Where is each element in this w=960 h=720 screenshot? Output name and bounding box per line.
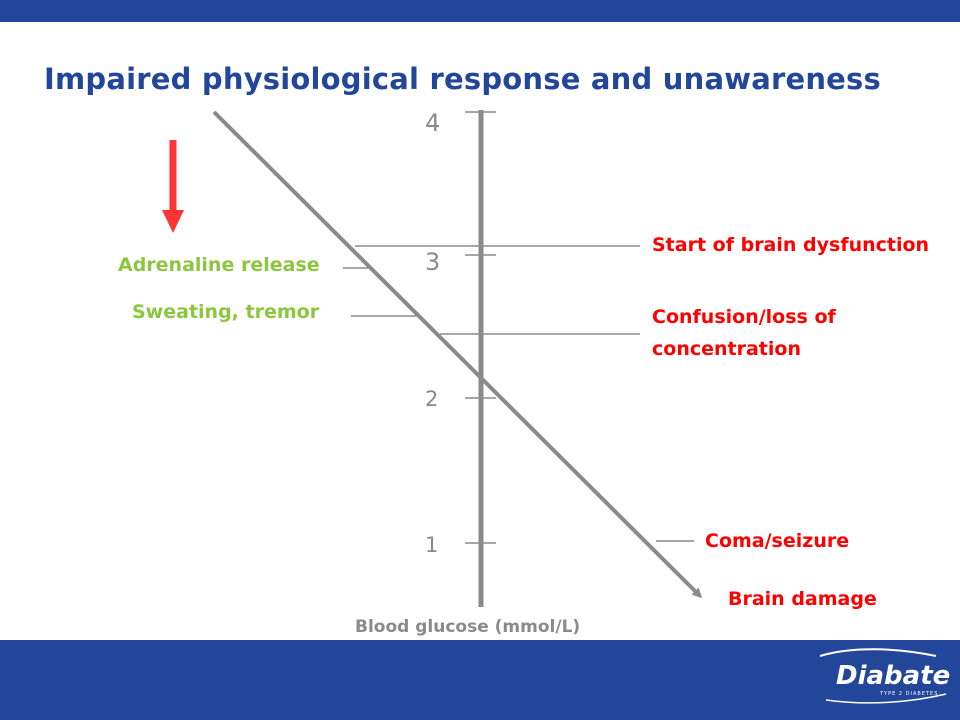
tick-label-1: 1 (425, 533, 439, 557)
confusion-label-line1: Confusion/loss of (652, 306, 836, 328)
red-down-arrow-head (162, 210, 184, 233)
top-banner (0, 0, 960, 22)
logo-wordmark: Diabate (836, 661, 950, 691)
decline-arrow (212, 110, 703, 599)
bottom-banner (0, 640, 960, 720)
adrenaline-release-label: Adrenaline release (118, 254, 320, 276)
slide-title: Impaired physiological response and unaw… (44, 62, 881, 96)
diabate-logo-swoosh: Diabate TYPE 2 DIABETES (819, 648, 950, 704)
confusion-label-line2: concentration (652, 338, 801, 360)
brain-dysfunction-label: Start of brain dysfunction (652, 234, 930, 256)
tick-label-4: 4 (425, 109, 441, 137)
tick-label-3: 3 (425, 248, 441, 276)
tick-label-2: 2 (425, 387, 439, 411)
axis-label: Blood glucose (mmol/L) (355, 617, 581, 637)
brain-damage-label: Brain damage (728, 588, 877, 610)
sweating-tremor-label: Sweating, tremor (132, 301, 320, 323)
logo-tagline: TYPE 2 DIABETES (879, 691, 938, 697)
diabate-logo: Diabate TYPE 2 DIABETES (808, 642, 958, 712)
coma-seizure-label: Coma/seizure (705, 530, 850, 552)
